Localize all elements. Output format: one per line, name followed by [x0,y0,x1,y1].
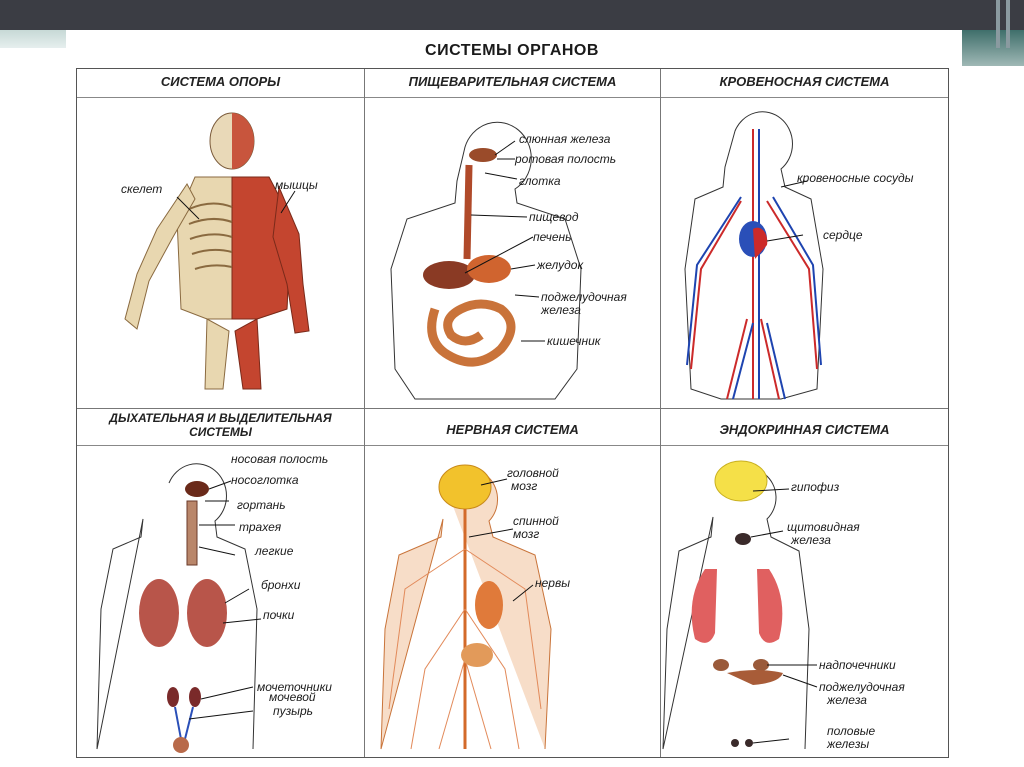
label-trachea: трахея [239,520,282,534]
panel-title: СИСТЕМА ОПОРЫ [160,74,281,89]
label-bladder: мочевой [269,690,316,704]
panel-digestive-system: ПИЩЕВАРИТЕЛЬНАЯ СИСТЕМА слюнная железа р… [365,69,661,409]
panel-title-line: СИСТЕМЫ [189,425,252,439]
label-pancreas: поджелудочная [541,290,627,304]
label-oral-cavity: ротовая полость [515,152,617,166]
slide-accent-right [962,30,1024,66]
label-larynx: гортань [237,498,286,512]
page-title: СИСТЕМЫ ОРГАНОВ [425,42,599,59]
label-kidneys: почки [263,608,295,622]
label-nasopharynx: носоглотка [231,473,299,487]
label-heart: сердце [823,228,863,242]
panel-title-line: ДЫХАТЕЛЬНАЯ И ВЫДЕЛИТЕЛЬНАЯ [109,411,332,425]
label-bladder-2: пузырь [273,704,313,718]
slide-stripe [1006,0,1010,48]
label-ureters: мочеточники [257,680,332,694]
label-spinal-cord: спинной [513,514,559,528]
organ-systems-grid: СИСТЕМА ОПОРЫ скелет мышцы [76,68,949,758]
panel-title: ПИЩЕВАРИТЕЛЬНАЯ СИСТЕМА [408,74,617,89]
panel-divider [661,97,948,98]
panel-title: ЭНДОКРИННАЯ СИСТЕМА [719,422,890,437]
slide-top-bar [0,0,1024,66]
label-liver: печень [533,230,572,244]
label-nerves: нервы [535,576,571,590]
label-endo-pancreas: поджелудочная [819,680,905,694]
label-skeleton: скелет [121,182,163,196]
label-intestine: кишечник [547,334,601,348]
label-brain-2: мозг [511,479,538,493]
label-pancreas-gland: железа [541,303,581,317]
endocrine-illustration [662,460,818,750]
panel-title: КРОВЕНОСНАЯ СИСТЕМА [719,74,890,89]
panel-divider [77,97,364,98]
panel-title: НЕРВНАЯ СИСТЕМА [446,422,579,437]
label-muscles: мышцы [275,178,318,192]
panel-endocrine-system: ЭНДОКРИННАЯ СИСТЕМА гипофиз щитовидная ж… [661,409,948,757]
respiratory-excretory-illustration [96,463,262,753]
label-endo-pancreas-2: железа [827,693,867,707]
panel-title: ДЫХАТЕЛЬНАЯ И ВЫДЕЛИТЕЛЬНАЯ СИСТЕМЫ [77,411,364,439]
label-blood-vessels: кровеносные сосуды [797,171,914,185]
panel-divider [365,445,660,446]
label-lungs: легкие [255,544,294,558]
panel-respiratory-excretory-system: ДЫХАТЕЛЬНАЯ И ВЫДЕЛИТЕЛЬНАЯ СИСТЕМЫ [77,409,365,757]
label-pharynx: глотка [519,174,561,188]
circulatory-illustration [684,111,824,400]
label-sex-glands: половые [827,724,876,738]
slide-accent-left [0,30,66,48]
digestive-illustration [390,121,582,400]
panel-support-system: СИСТЕМА ОПОРЫ скелет мышцы [77,69,365,409]
skeleton-muscle-illustration [124,112,310,390]
label-pituitary: гипофиз [791,480,840,494]
label-thyroid: щитовидная [787,520,860,534]
label-stomach: желудок [537,258,584,272]
panel-divider [365,97,660,98]
panel-divider [77,445,364,446]
label-adrenals: надпочечники [819,658,896,672]
label-salivary-gland: слюнная железа [519,132,611,146]
label-nasal-cavity: носовая полость [231,452,329,466]
label-bronchi: бронхи [261,578,301,592]
panel-divider [661,445,948,446]
label-thyroid-2: железа [791,533,831,547]
label-sex-glands-2: железы [827,737,870,751]
panel-circulatory-system: КРОВЕНОСНАЯ СИСТЕМА кровеносные сосуды с… [661,69,948,409]
slide-stripe [996,0,1000,48]
label-spinal-cord-2: мозг [513,527,540,541]
panel-nervous-system: НЕРВНАЯ СИСТЕМА головной мозг спинной мо… [365,409,661,757]
label-brain: головной [507,466,559,480]
label-esophagus: пищевод [529,210,579,224]
nervous-illustration [380,464,552,750]
